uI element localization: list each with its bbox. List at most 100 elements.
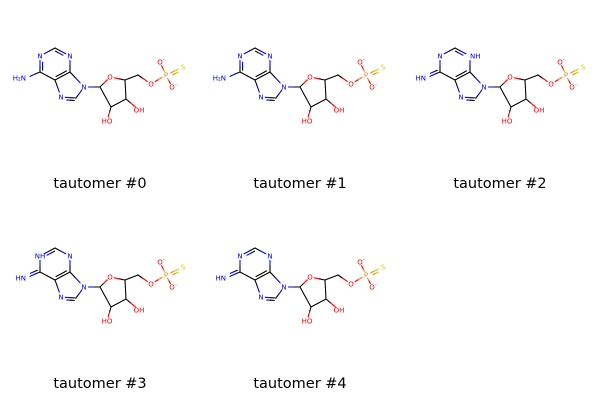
bond-line [317,98,327,104]
bond-line [168,80,171,85]
bond-line [530,102,536,108]
bond-line [243,50,251,55]
bond-line [173,268,179,272]
bond-line [278,89,283,95]
atom-label: N [281,84,286,92]
bond-line [54,247,61,252]
atom-label: O [507,74,513,82]
bond-line [274,76,281,84]
bond-line [170,270,176,274]
bond-line [259,250,267,255]
bond-line [573,68,579,72]
bond-line [56,85,60,93]
bond-line [254,47,261,52]
bond-line [307,311,311,318]
bond-line [49,247,56,252]
atom-label: O [357,259,363,267]
atom-label: NH [35,253,46,261]
bond-line [49,47,56,52]
bond-line [69,71,76,78]
bond-line [254,50,260,54]
bond-line [299,86,307,98]
atom-label: N [281,284,286,292]
bond-line [130,274,139,279]
bond-line [261,271,271,277]
atom-label: O [357,59,363,67]
bond-line [157,76,163,81]
bond-line [303,79,308,84]
atom-label: N [37,53,42,61]
bond-line [58,52,64,56]
bond-line [260,270,268,275]
bond-line [46,75,56,81]
bond-line [478,89,483,95]
bond-line [55,273,62,278]
bond-line [157,276,163,281]
bond-line [375,71,379,74]
bond-line [330,74,339,79]
bond-line [454,79,458,87]
bond-line [524,76,533,81]
atom-label: N [481,84,486,92]
atom-label: N [67,253,72,261]
molecule-caption: tautomer #0 [53,176,147,192]
bond-line [117,98,127,104]
bond-line [557,76,563,81]
bond-line [517,98,527,104]
bond-line [304,296,312,308]
bond-line [119,78,126,81]
bond-line [449,47,456,52]
atom-label: O [148,81,154,89]
bond-line [104,296,112,308]
atom-label: N [237,253,242,261]
bond-line [234,71,241,75]
bond-line [254,275,264,281]
bond-line [324,288,327,300]
molecule-caption: tautomer #2 [453,176,547,192]
molecule-caption: tautomer #3 [53,376,147,392]
bond-line [246,275,256,281]
bond-line [107,111,111,118]
bond-line [124,279,127,291]
bond-line [99,82,105,88]
bond-line [324,79,327,91]
atom-label: O [148,281,154,289]
bond-line [154,278,160,283]
bond-line [124,288,127,300]
bond-line [170,70,176,74]
atom-label: N [81,284,86,292]
charge-label: - [363,57,365,63]
charge-label: - [163,257,165,263]
bond-line [361,65,364,70]
bond-line [110,302,120,308]
bond-line [124,276,133,281]
bond-line [309,306,312,313]
bond-line [109,106,112,113]
atom-label: N [437,53,442,61]
atom-label: O [348,281,354,289]
bond-line [29,73,36,77]
bond-line [454,50,460,54]
bond-line [124,76,133,81]
atom-label: P [164,72,168,80]
bond-line [113,77,121,80]
bond-line [454,47,461,52]
bond-line [324,88,327,100]
bond-line [175,71,179,74]
bond-line [575,71,579,74]
bond-line [99,282,105,288]
atom-label: O [107,74,113,82]
bond-line [456,85,460,93]
bond-line [54,279,58,287]
bond-line [125,98,132,104]
bond-line [499,86,507,98]
charge-label: - [575,82,577,88]
bond-line [243,250,251,255]
bond-line [55,73,62,78]
charge-label: - [375,282,377,288]
